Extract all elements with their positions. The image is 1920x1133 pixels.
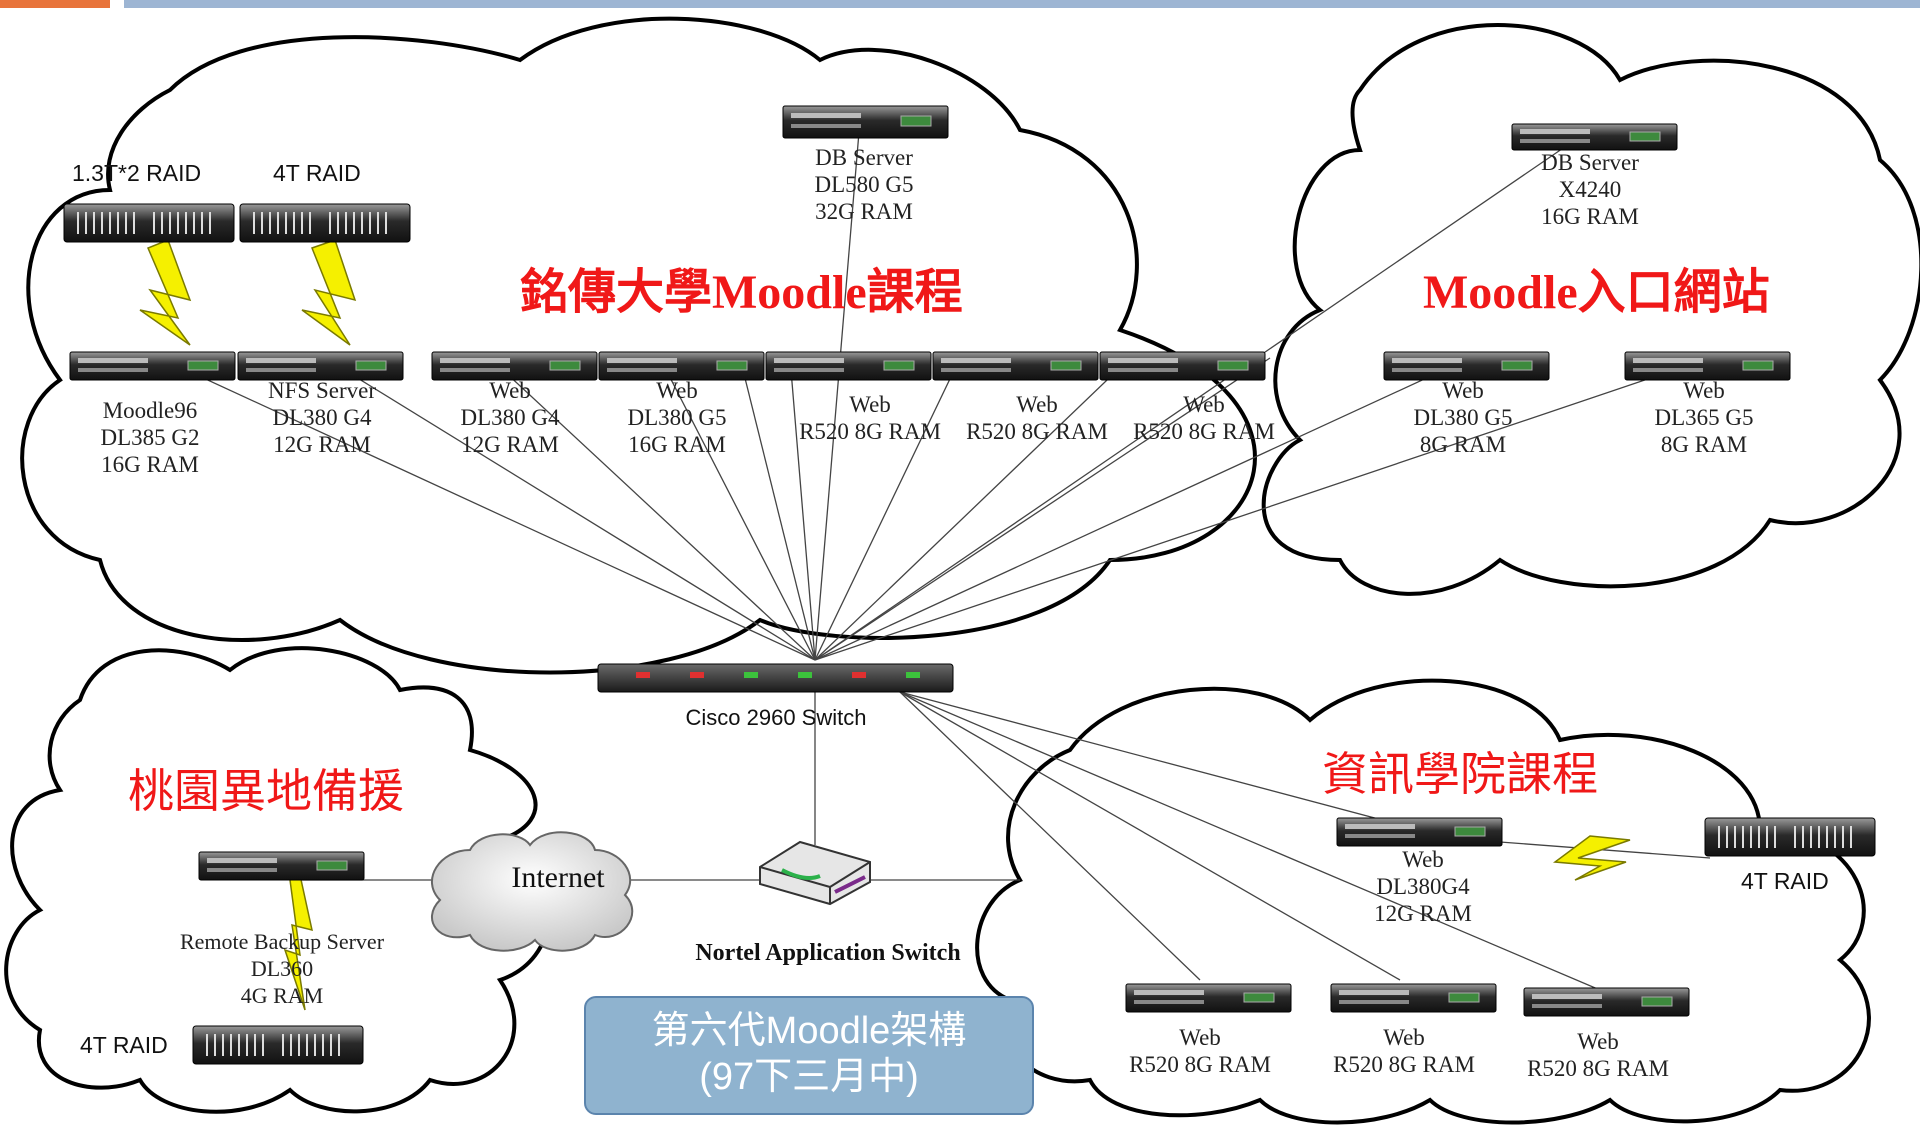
cloud-title-main: 銘傳大學Moodle課程	[520, 266, 963, 319]
rack-server-icon	[1523, 987, 1690, 1017]
nortel-switch-icon	[759, 840, 871, 906]
cloud-title-info: 資訊學院課程	[1322, 747, 1598, 801]
raid-units	[63, 203, 1876, 1065]
rack-server-icon	[1099, 351, 1266, 381]
rack-server-icon	[782, 105, 949, 139]
lightning-icon	[139, 239, 192, 346]
raid-label-4t-main: 4T RAID	[273, 160, 361, 186]
rack-server-icon	[431, 351, 598, 381]
cloud-main-outline	[20, 16, 1257, 675]
raid-label-4t-backup: 4T RAID	[80, 1032, 168, 1058]
rack-server-icon	[1511, 123, 1678, 151]
top-accent-bar	[0, 0, 110, 8]
rack-server-icon	[1383, 351, 1550, 381]
switch-links	[159, 119, 1711, 991]
rack-server-icon	[765, 351, 932, 381]
top-divider-bar	[124, 0, 1920, 8]
rack-servers	[69, 105, 1791, 1017]
nortel-switch-label: Nortel Application Switch	[695, 940, 961, 966]
caption-line-1: 第六代Moodle架構	[651, 1010, 967, 1052]
cloud-title-backup: 桃園異地備援	[128, 764, 404, 818]
cisco-switch-icon	[597, 663, 954, 693]
raid-storage-icon	[63, 203, 235, 243]
lightning-icon	[283, 873, 313, 1011]
slide-caption-box: 第六代Moodle架構 (97下三月中)	[584, 996, 1034, 1115]
cloud-title-portal: Moodle入口網站	[1423, 266, 1770, 319]
caption-line-2: (97下三月中)	[699, 1056, 919, 1098]
internet-label: Internet	[511, 861, 605, 894]
rack-server-icon	[198, 851, 365, 881]
raid-storage-icon	[1704, 817, 1876, 857]
rack-server-icon	[1125, 983, 1292, 1013]
lightning-icon	[301, 239, 357, 346]
rack-server-icon	[1336, 817, 1503, 847]
raid-storage-icon	[239, 203, 411, 243]
internet-cloud-icon	[430, 831, 634, 952]
rack-server-icon	[1624, 351, 1791, 381]
cisco-switch-label: Cisco 2960 Switch	[685, 705, 867, 730]
raid-label-4t-info: 4T RAID	[1741, 868, 1829, 894]
rack-server-icon	[1330, 983, 1497, 1013]
lightning-links	[139, 239, 1631, 1011]
raid-storage-icon	[192, 1025, 364, 1065]
cloud-portal-outline	[1261, 23, 1920, 596]
rack-server-icon	[237, 351, 404, 381]
rack-server-icon	[69, 351, 236, 381]
rack-server-icon	[598, 351, 765, 381]
lightning-icon	[1552, 835, 1631, 881]
rack-server-icon	[932, 351, 1099, 381]
raid-label-13t: 1.3T*2 RAID	[72, 160, 202, 186]
